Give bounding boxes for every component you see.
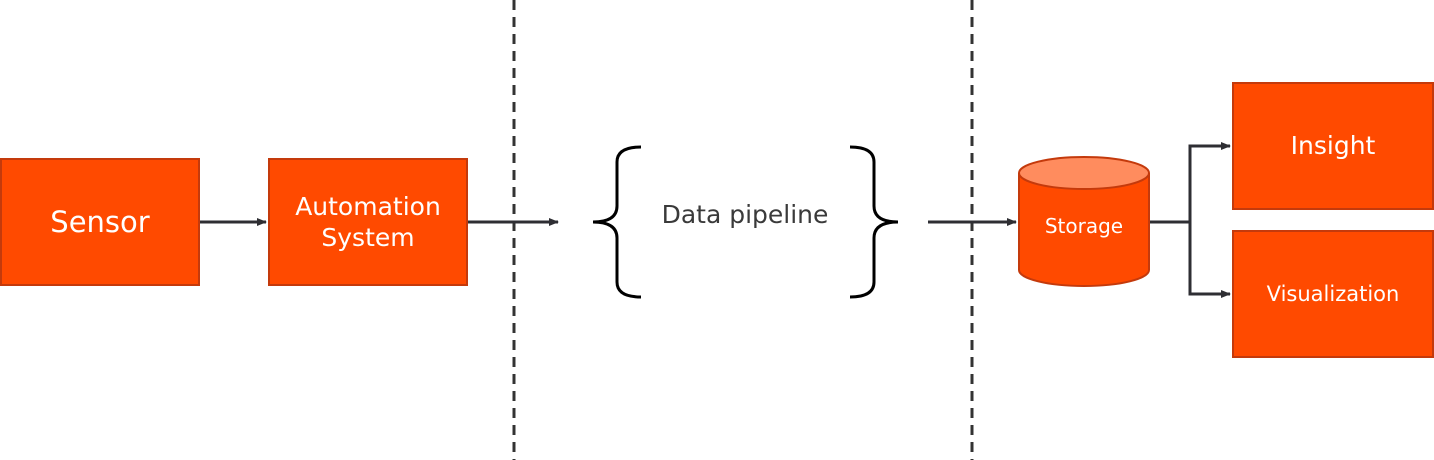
- data-pipeline-label[interactable]: Data pipeline: [661, 200, 829, 229]
- insight-node[interactable]: Insight: [1232, 82, 1434, 210]
- right-curly-brace: [849, 145, 899, 299]
- automation-system-label: Automation System: [295, 191, 441, 254]
- storage-label[interactable]: Storage: [1044, 214, 1124, 238]
- insight-label: Insight: [1290, 131, 1376, 161]
- automation-label-line2: System: [321, 223, 415, 252]
- visualization-label: Visualization: [1266, 281, 1400, 306]
- automation-label-line1: Automation: [295, 191, 441, 221]
- sensor-label: Sensor: [50, 204, 150, 239]
- sensor-node[interactable]: Sensor: [0, 158, 200, 286]
- automation-system-node[interactable]: Automation System: [268, 158, 468, 286]
- storage-cylinder: [1018, 156, 1150, 287]
- arrow-storage-to-insight: [1150, 142, 1231, 224]
- arrow-storage-to-visualization: [1150, 220, 1231, 298]
- left-curly-brace: [592, 145, 642, 299]
- visualization-node[interactable]: Visualization: [1232, 230, 1434, 358]
